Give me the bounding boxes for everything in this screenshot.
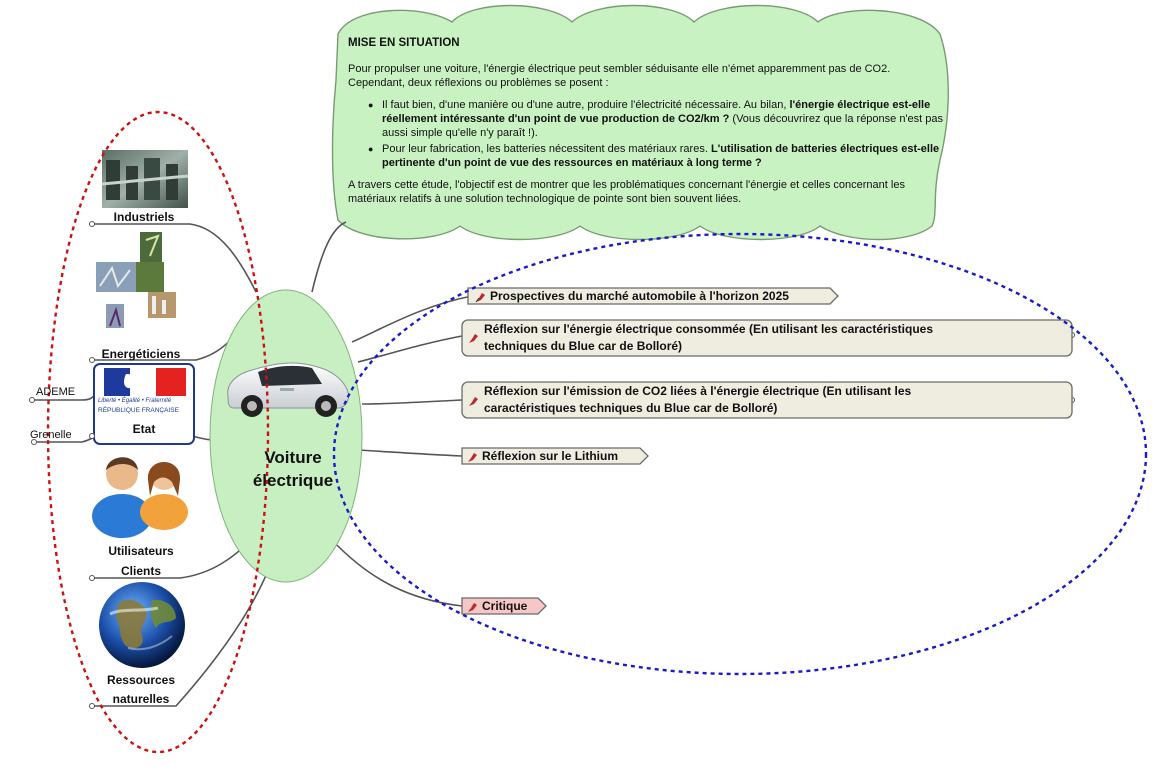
energeticiens-label[interactable]: Energéticiens bbox=[101, 347, 181, 361]
naturelles-label[interactable]: naturelles bbox=[112, 692, 170, 706]
pin-marker-icon bbox=[475, 292, 485, 303]
center-node[interactable] bbox=[209, 289, 363, 583]
pin-marker-icon bbox=[468, 602, 477, 612]
topic-energie-text[interactable]: Réflexion sur l'énergie électrique conso… bbox=[484, 321, 933, 355]
pin-marker-icon bbox=[469, 397, 478, 406]
utilisateurs-label[interactable]: Utilisateurs bbox=[108, 544, 174, 558]
situation-title: MISE EN SITUATION bbox=[348, 37, 460, 49]
red-dotted-ellipse bbox=[46, 110, 270, 754]
situation-conclusion: A travers cette étude, l'objectif est de… bbox=[348, 179, 905, 205]
energy-collage-icon bbox=[96, 232, 176, 328]
prospectives-node-shape[interactable] bbox=[467, 287, 839, 305]
pin-marker-icon bbox=[469, 334, 478, 343]
situation-text: MISE EN SITUATION Pour propulser une voi… bbox=[348, 36, 948, 206]
situation-bullet-1: Il faut bien, d'une manière ou d'une aut… bbox=[368, 98, 948, 140]
topic-co2-text[interactable]: Réflexion sur l'émission de CO2 liées à … bbox=[484, 383, 911, 417]
co2-node-box[interactable] bbox=[461, 381, 1073, 419]
grenelle-label[interactable]: Grenelle bbox=[30, 429, 72, 441]
topic-critique-text: Critique bbox=[482, 599, 528, 613]
lithium-node-shape[interactable] bbox=[461, 447, 649, 465]
topic-critique[interactable]: Critique bbox=[466, 598, 527, 615]
situation-bullets: Il faut bien, d'une manière ou d'une aut… bbox=[348, 98, 948, 170]
critique-node-shape[interactable] bbox=[461, 597, 547, 615]
topic-co2-line-1: Réflexion sur l'émission de CO2 liées à … bbox=[484, 384, 912, 398]
center-node-label: Voiture électrique bbox=[218, 446, 368, 492]
topic-prospectives-text: Prospectives du marché automobile à l'ho… bbox=[490, 289, 789, 303]
users-icon bbox=[92, 457, 188, 538]
marianne-logo-icon bbox=[104, 368, 186, 396]
center-line-2: électrique bbox=[252, 471, 334, 490]
topic-prospectives[interactable]: Prospectives du marché automobile à l'ho… bbox=[474, 288, 789, 305]
industriels-label[interactable]: Industriels bbox=[113, 210, 175, 224]
factory-photo-icon bbox=[101, 150, 189, 208]
ademe-label[interactable]: ADEME bbox=[36, 386, 76, 398]
bullet-1-bold: l'énergie électrique est-elle réellement… bbox=[382, 99, 931, 125]
bullet-1-text: Il faut bien, d'une manière ou d'une aut… bbox=[382, 99, 790, 111]
bullet-2-text: Pour leur fabrication, les batteries néc… bbox=[382, 143, 711, 155]
topic-lithium[interactable]: Réflexion sur le Lithium bbox=[466, 448, 618, 465]
pin-marker-icon bbox=[468, 452, 477, 462]
etat-label[interactable]: Etat bbox=[132, 422, 156, 436]
situation-intro: Pour propulser une voiture, l'énergie él… bbox=[348, 63, 891, 89]
earth-globe-icon bbox=[99, 582, 185, 668]
clients-label[interactable]: Clients bbox=[120, 564, 161, 578]
topic-energie-line-2: techniques du Blue car de Bolloré) bbox=[484, 339, 683, 353]
topic-lithium-text: Réflexion sur le Lithium bbox=[482, 449, 619, 463]
topic-energie-line-1: Réflexion sur l'énergie électrique conso… bbox=[484, 322, 934, 336]
blue-dotted-ellipse bbox=[332, 232, 1148, 676]
bullet-1-tail: (Vous découvrirez que la réponse n'est p… bbox=[382, 113, 944, 139]
electric-car-icon bbox=[227, 362, 349, 417]
center-line-1: Voiture bbox=[264, 448, 322, 467]
ressources-label[interactable]: Ressources bbox=[106, 673, 176, 687]
topic-co2-line-2: caractéristiques techniques du Blue car … bbox=[484, 401, 778, 415]
rf-motto: Liberté • Égalité • Fraternité bbox=[98, 398, 172, 404]
energie-node-box[interactable] bbox=[461, 319, 1073, 357]
situation-bullet-2: Pour leur fabrication, les batteries néc… bbox=[368, 142, 948, 170]
bullet-2-bold: L'utilisation de batteries électriques e… bbox=[382, 143, 940, 169]
rf-name: RÉPUBLIQUE FRANÇAISE bbox=[98, 407, 179, 414]
